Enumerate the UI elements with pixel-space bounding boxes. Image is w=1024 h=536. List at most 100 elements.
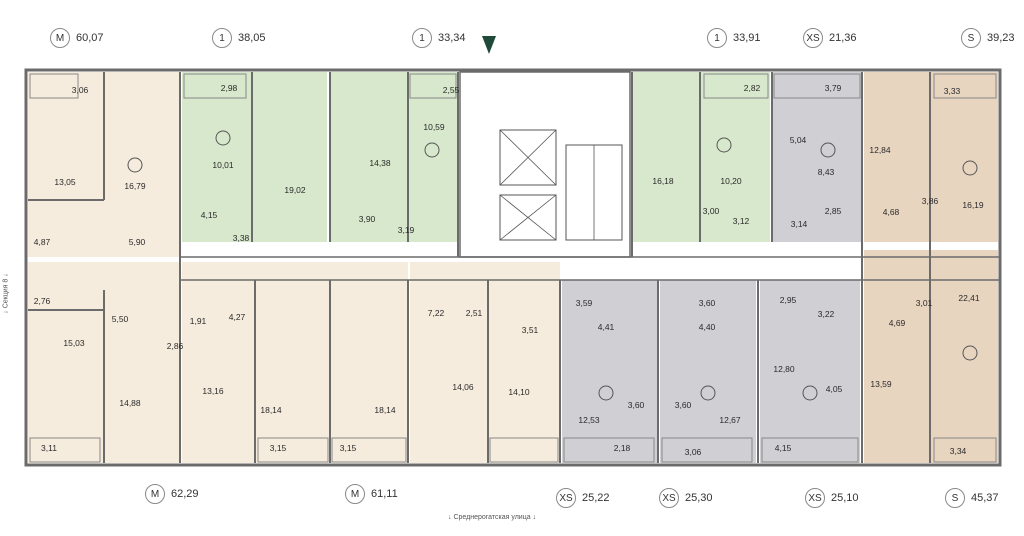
apartment-tag-top-4[interactable]: 1 33,91 (707, 27, 761, 49)
room-area-label: 5,90 (128, 237, 146, 247)
room-area-label: 22,41 (958, 293, 980, 303)
room-area-label: 14,10 (508, 387, 530, 397)
apartment-tag-bot-1[interactable]: M 62,29 (145, 483, 199, 505)
room-area-label: 3,34 (949, 446, 967, 456)
room-area-label: 2,85 (824, 206, 842, 216)
room-area-label: 13,16 (202, 386, 224, 396)
room-area-label: 3,86 (921, 196, 939, 206)
room-area-label: 18,14 (260, 405, 282, 415)
room-area-label: 2,86 (166, 341, 184, 351)
apartment-type-badge: 1 (707, 28, 727, 48)
apartment-tag-top-6[interactable]: S 39,23 (961, 27, 1015, 49)
apartment-tag-bot-2[interactable]: M 61,11 (345, 483, 398, 505)
apartment-type-badge: S (961, 28, 981, 48)
room-area-label: 3,22 (817, 309, 835, 319)
room-area-label: 3,33 (943, 86, 961, 96)
room-area-label: 13,59 (870, 379, 892, 389)
stair-core (459, 71, 631, 258)
room-area-label: 2,82 (743, 83, 761, 93)
apartment-tag-top-2[interactable]: 1 38,05 (212, 27, 266, 49)
room-area-label: 3,38 (232, 233, 250, 243)
room-area-label: 3,14 (790, 219, 808, 229)
room-area-label: 3,06 (71, 85, 89, 95)
apartment-area: 39,23 (987, 32, 1015, 44)
apartment-top-2[interactable] (182, 72, 327, 242)
room-area-label: 13,05 (54, 177, 76, 187)
apartment-area: 33,91 (733, 32, 761, 44)
room-area-label: 2,55 (442, 85, 460, 95)
room-area-label: 1,91 (189, 316, 207, 326)
room-area-label: 4,68 (882, 207, 900, 217)
apartment-type-badge: M (145, 484, 165, 504)
room-area-label: 3,01 (915, 298, 933, 308)
room-area-label: 14,88 (119, 398, 141, 408)
section-label: ↓ Секция 8 ↓ (2, 273, 10, 314)
balconies (29, 73, 997, 463)
room-area-label: 4,40 (698, 322, 716, 332)
apartment-tag-top-1[interactable]: M 60,07 (50, 27, 104, 49)
room-area-label: 2,76 (33, 296, 51, 306)
room-area-label: 3,60 (674, 400, 692, 410)
room-area-label: 16,79 (124, 181, 146, 191)
room-area-label: 12,84 (869, 145, 891, 155)
room-area-label: 3,90 (358, 214, 376, 224)
room-area-label: 3,15 (269, 443, 287, 453)
apartment-type-badge: XS (805, 488, 825, 508)
apartment-top-3[interactable] (330, 72, 458, 242)
room-area-label: 16,19 (962, 200, 984, 210)
room-area-label: 2,51 (465, 308, 483, 318)
room-area-label: 3,60 (698, 298, 716, 308)
room-area-label: 2,98 (220, 83, 238, 93)
apartment-bot-2b[interactable] (410, 262, 560, 463)
room-area-label: 3,11 (41, 443, 57, 453)
north-arrow-icon (482, 36, 496, 54)
room-area-label: 5,50 (111, 314, 129, 324)
apartment-bot-3[interactable] (562, 280, 658, 463)
room-area-label: 16,18 (652, 176, 674, 186)
apartment-tag-bot-4[interactable]: XS 25,30 (659, 487, 713, 509)
apartment-area: 21,36 (829, 32, 857, 44)
room-area-label: 12,80 (773, 364, 795, 374)
room-area-label: 7,22 (427, 308, 445, 318)
room-area-label: 4,41 (597, 322, 615, 332)
room-area-label: 3,60 (627, 400, 645, 410)
room-area-label: 4,27 (228, 312, 246, 322)
room-area-label: 14,38 (369, 158, 391, 168)
apartment-area: 60,07 (76, 32, 104, 44)
room-area-label: 4,87 (33, 237, 51, 247)
room-area-label: 3,59 (575, 298, 593, 308)
apartment-type-badge: 1 (212, 28, 232, 48)
room-area-label: 2,95 (779, 295, 797, 305)
room-area-label: 3,51 (521, 325, 539, 335)
apartment-type-badge: S (945, 488, 965, 508)
room-area-label: 5,04 (789, 135, 807, 145)
apartment-tag-top-5[interactable]: XS 21,36 (803, 27, 857, 49)
apartment-bot-5[interactable] (760, 280, 860, 463)
room-area-label: 3,12 (732, 216, 750, 226)
room-area-label: 10,20 (720, 176, 742, 186)
room-area-label: 12,67 (719, 415, 741, 425)
street-label: ↓ Среднерогатская улица ↓ (448, 514, 537, 521)
apartment-area: 25,30 (685, 492, 713, 504)
apartment-bot-4[interactable] (660, 280, 756, 463)
dining-table-icons (127, 130, 978, 401)
room-area-label: 4,15 (200, 210, 218, 220)
interior-walls (28, 72, 931, 463)
apartment-type-badge: XS (659, 488, 679, 508)
apartment-area: 25,22 (582, 492, 610, 504)
apartment-type-badge: M (345, 484, 365, 504)
room-area-label: 4,15 (774, 443, 792, 453)
room-area-label: 2,18 (613, 443, 631, 453)
apartment-tag-top-3[interactable]: 1 33,34 (412, 27, 466, 49)
apartment-top-5[interactable] (772, 72, 862, 242)
apartment-area: 45,37 (971, 492, 999, 504)
apartment-tag-bot-6[interactable]: S 45,37 (945, 487, 999, 509)
apartment-tag-bot-5[interactable]: XS 25,10 (805, 487, 859, 509)
room-area-label: 3,00 (702, 206, 720, 216)
apartment-tag-bot-3[interactable]: XS 25,22 (556, 487, 610, 509)
apartment-type-badge: M (50, 28, 70, 48)
apartment-area: 38,05 (238, 32, 266, 44)
room-area-label: 3,19 (397, 225, 415, 235)
apartment-bot-2[interactable] (182, 262, 408, 463)
